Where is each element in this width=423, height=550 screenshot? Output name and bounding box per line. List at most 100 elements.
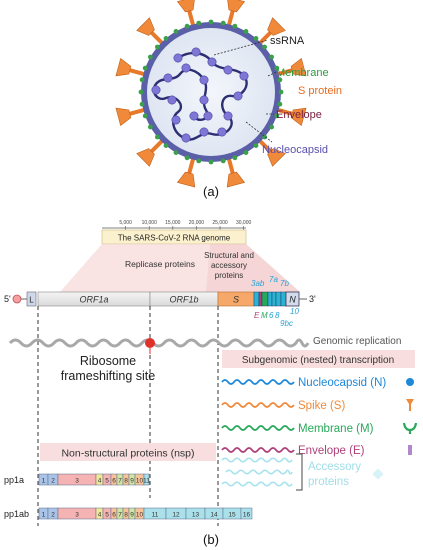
- leader-label: L: [29, 296, 34, 305]
- orf-e: E: [254, 311, 260, 320]
- transcript-list: Nucleocapsid (N) Spike (S) Membrane (M) Env…: [221, 377, 418, 457]
- orf-7b: 7b: [280, 279, 289, 288]
- transcript-wave: [221, 425, 295, 431]
- transcript-label: Membrane (M): [298, 423, 374, 435]
- label-nucleocapsid: Nucleocapsid: [262, 144, 328, 156]
- nsp-number: 5: [105, 477, 109, 484]
- structural-label-3: proteins: [215, 271, 243, 280]
- genome-title: The SARS-CoV-2 RNA genome: [118, 234, 231, 243]
- subgenomic-box: [222, 350, 415, 368]
- panel-a-letter: (a): [203, 184, 219, 199]
- membrane-proteins: [138, 19, 284, 165]
- nsp-number: 9: [130, 511, 134, 518]
- spike-protein: [136, 138, 165, 167]
- nsp-number: 16: [243, 511, 251, 518]
- orf-10: 10: [290, 307, 299, 316]
- ssrna-leader: [213, 39, 269, 56]
- label-s-protein: S protein: [298, 85, 342, 97]
- scale-tick-label: 15,000: [165, 220, 181, 226]
- nsp-number: 6: [112, 477, 116, 484]
- transcript-label: Spike (S): [298, 400, 345, 412]
- spike-protein: [226, 0, 246, 27]
- nsp-number: 4: [98, 511, 102, 518]
- label-envelope: Envelope: [276, 109, 322, 121]
- nsp-number: 12: [172, 511, 180, 518]
- orf-3ab: 3ab: [251, 279, 265, 288]
- orf-m: M: [261, 311, 268, 320]
- scale-tick-label: 25,000: [212, 220, 228, 226]
- orf-6: 6: [269, 311, 274, 320]
- orf-8: 8: [275, 311, 280, 320]
- spike-proteins: [115, 0, 307, 188]
- spike-protein: [115, 107, 146, 127]
- accessory-orf-box: [261, 291, 269, 307]
- zoom-wedge-left: [60, 244, 210, 292]
- nsp-number: 15: [228, 511, 236, 518]
- transcript-wave: [221, 447, 295, 453]
- membrane-leader: [267, 71, 277, 77]
- nsp-number: 6: [112, 511, 116, 518]
- spike-protein: [136, 17, 165, 46]
- genomic-replication-wave: [8, 338, 310, 348]
- accessory-label-1: Accessory: [308, 461, 361, 473]
- nsp-label: Non-structural proteins (nsp): [61, 448, 194, 460]
- spike-protein: [176, 157, 196, 188]
- five-prime-label: 5': [4, 294, 11, 304]
- nsp-number: 7: [118, 477, 122, 484]
- nucleocapsid-beads: [151, 47, 249, 143]
- scale-tick-label: 30,000: [236, 220, 252, 226]
- accessory-transcripts: Accessory proteins: [221, 453, 384, 491]
- spike-protein: [257, 138, 286, 167]
- nsp-number: 13: [192, 511, 200, 518]
- nsp-number: 7: [118, 511, 122, 518]
- s-gene-label: S: [233, 295, 239, 305]
- nsp-number: 2: [51, 477, 55, 484]
- pp1a-label: pp1a: [4, 475, 24, 485]
- accessory-orf-box: [258, 291, 263, 307]
- ribosome-icon: [145, 338, 155, 348]
- nsp-segment: [143, 473, 150, 486]
- transcript-label: Envelope (E): [298, 445, 365, 457]
- virion-core: [147, 28, 275, 156]
- transcript-label: Nucleocapsid (N): [298, 377, 386, 389]
- nsp-number: 1: [42, 511, 46, 518]
- zoom-wedge-right: [206, 244, 300, 292]
- nsp-number: 10: [136, 477, 144, 484]
- spike-icon: [406, 399, 414, 411]
- five-prime-cap: [12, 294, 22, 304]
- spike-protein: [226, 157, 246, 188]
- membrane-icon: [402, 422, 418, 434]
- transcript-wave: [221, 402, 295, 408]
- nsp-number: 2: [51, 511, 55, 518]
- three-prime-label: 3': [309, 294, 316, 304]
- nsp-segment: [240, 507, 253, 520]
- nsp-number: 14: [210, 511, 218, 518]
- accessory-icon: [372, 468, 384, 480]
- transcript-wave: [221, 379, 295, 385]
- spike-protein: [276, 57, 307, 77]
- accessory-orfs: [253, 291, 287, 307]
- pp1ab-label: pp1ab: [4, 509, 29, 519]
- accessory-bracket: [296, 453, 303, 491]
- structural-label-2: accessory: [211, 261, 247, 270]
- ribosome-label-1: Ribosome: [80, 354, 136, 368]
- leader-box: [26, 291, 37, 307]
- label-ssrna: ssRNA: [270, 35, 305, 47]
- accessory-orf-box: [253, 291, 260, 307]
- envelope-icon: [408, 445, 412, 455]
- nucleocapsid-icon: [406, 378, 414, 386]
- scale-tick-label: 20,000: [189, 220, 205, 226]
- ribosome-label-2: frameshifting site: [61, 369, 156, 383]
- orf-9bc: 9bc: [280, 319, 293, 328]
- replicase-label: Replicase proteins: [125, 259, 195, 269]
- n-gene-label: N: [289, 295, 296, 305]
- orf-7a: 7a: [269, 275, 278, 284]
- nsp-number: 11: [152, 511, 159, 518]
- nsp-number: 10: [136, 511, 144, 518]
- scale-tick-label: 10,000: [142, 220, 158, 226]
- nsp-number: 4: [98, 477, 102, 484]
- spike-protein: [176, 0, 196, 27]
